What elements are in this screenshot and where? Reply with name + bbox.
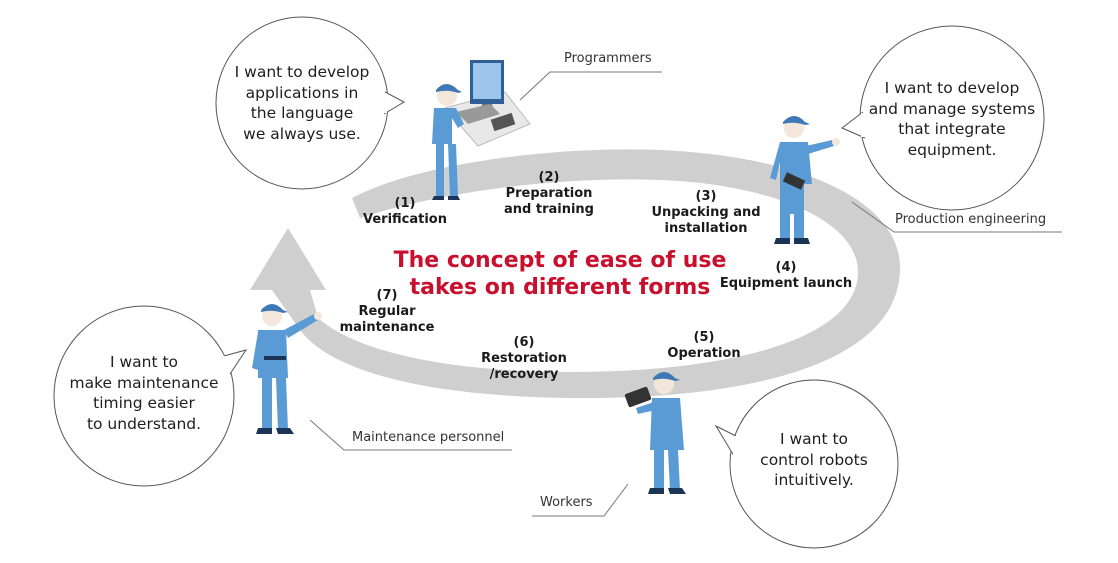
step-number: (7) [376,288,398,303]
maintenance-person-figure [252,304,322,434]
bubble-programmers-shape [215,16,406,190]
step-operation: (5) Operation [660,330,748,362]
headline-line-1: The concept of ease of use [393,248,727,273]
bubble-line: applications in [245,83,359,102]
bubble-line: make maintenance [69,373,219,392]
step-number: (5) [693,330,715,345]
bubble-programmers: I want to develop applications in the la… [216,62,388,144]
step-restoration-recovery: (6) Restoration /recovery [472,335,576,383]
step-label: and training [504,202,594,217]
bubble-production: I want to develop and manage systems tha… [862,78,1042,160]
role-maintenance-personnel: Maintenance personnel [352,430,505,445]
role-programmers: Programmers [564,51,652,66]
step-label: /recovery [489,367,559,382]
bubble-line: intuitively. [774,471,854,489]
bubble-production-shape [841,25,1045,211]
step-number: (4) [775,260,797,275]
role-workers: Workers [540,495,593,510]
bubble-line: the language [250,104,354,122]
step-verification: (1) Verification [350,196,460,228]
bubble-line: control robots [760,450,868,469]
bubble-workers-shape [714,379,899,549]
leader-lines [309,71,1062,517]
step-number: (3) [695,189,717,204]
bubble-workers: I want to control robots intuitively. [734,429,894,491]
bubble-maintenance: I want to make maintenance timing easier… [56,352,232,434]
role-production-engineering: Production engineering [895,212,1047,227]
programmer-figure [432,60,531,200]
bubble-line: I want to [109,353,179,371]
step-label: Regular [358,304,416,319]
step-label: Equipment launch [719,276,853,291]
step-unpacking-installation: (3) Unpacking and installation [642,189,770,237]
production-engineer-figure [770,116,840,244]
bubble-line: we always use. [243,124,361,143]
step-equipment-launch: (4) Equipment launch [716,260,856,292]
step-regular-maintenance: (7) Regular maintenance [338,288,436,336]
bubble-line: I want to develop [884,79,1020,97]
step-label: Unpacking and [651,205,761,220]
step-number: (2) [538,170,560,185]
step-label: Operation [667,346,741,361]
bubble-line: I want to develop [234,63,370,81]
step-label: installation [664,221,748,236]
step-label: maintenance [339,320,435,335]
bubble-line: equipment. [907,140,997,159]
bubble-line: that integrate [898,120,1006,138]
bubble-line: and manage systems [868,99,1036,118]
cycle-arrow [250,149,900,399]
step-label: Verification [362,212,447,227]
bubble-maintenance-shape [53,305,248,487]
step-preparation-training: (2) Preparation and training [488,170,610,218]
bubble-line: timing easier [93,394,195,412]
headline: The concept of ease of use takes on diff… [340,247,780,301]
bubble-line: to understand. [86,414,202,433]
step-number: (6) [513,335,535,350]
headline-line-2: takes on different forms [409,275,711,300]
bubble-line: I want to [779,430,849,448]
step-number: (1) [394,196,416,211]
worker-figure [624,372,686,494]
step-label: Preparation [505,186,593,201]
step-label: Restoration [481,351,567,366]
